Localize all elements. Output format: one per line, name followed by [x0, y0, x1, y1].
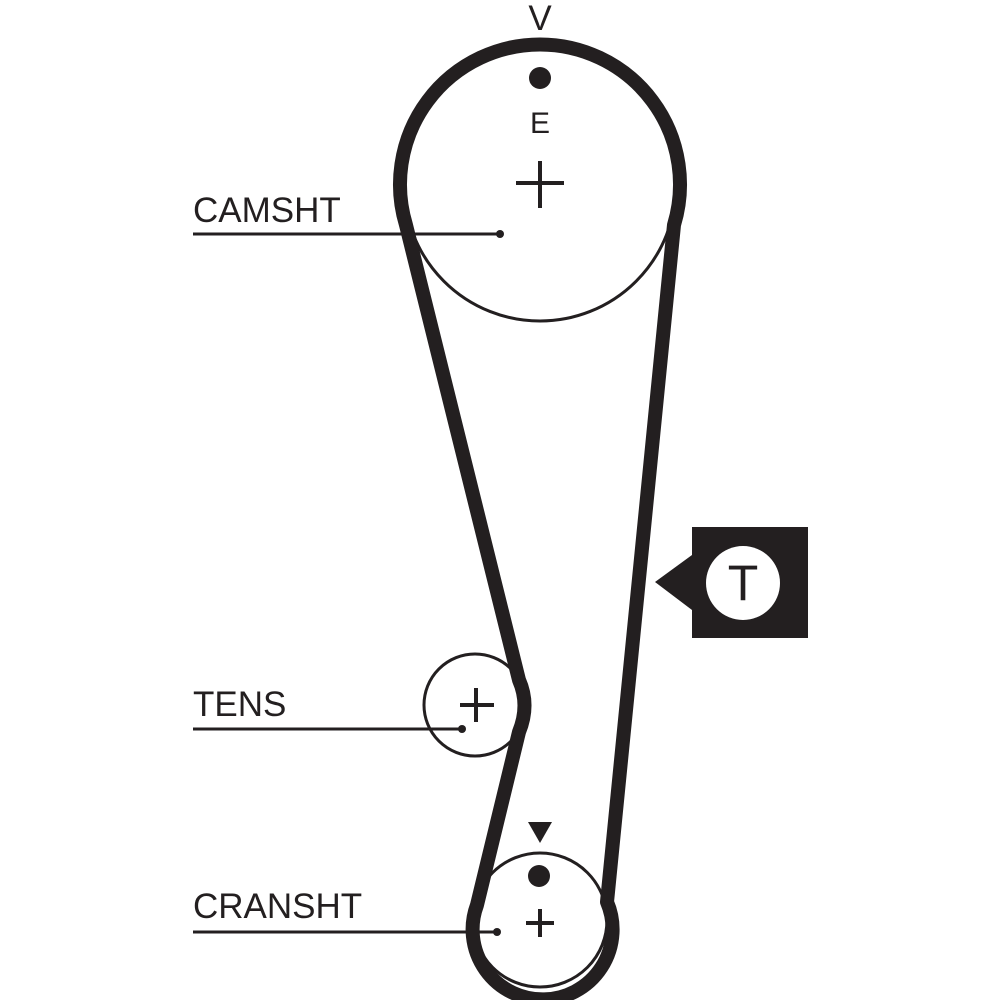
camshaft-label: CAMSHT — [193, 191, 341, 230]
badge-letter: T — [728, 555, 759, 611]
tensioner-center-cross — [460, 688, 494, 722]
tensioner-label: TENS — [193, 685, 286, 724]
crankshaft-center-cross — [526, 909, 554, 937]
crankshaft-label: CRANSHT — [193, 887, 362, 926]
crank-timing-arrow — [528, 822, 552, 843]
crankshaft-leader: CRANSHT — [193, 887, 501, 936]
tensioner-leader: TENS — [193, 685, 466, 733]
camshaft-center-cross — [516, 161, 564, 208]
cam-mark-label: E — [530, 107, 550, 140]
camshaft-leader: CAMSHT — [193, 191, 504, 238]
crank-timing-dot — [528, 865, 550, 887]
top-timing-mark: V — [528, 0, 552, 38]
timing-belt — [393, 37, 687, 1000]
cam-timing-dot — [529, 67, 551, 89]
tension-check-badge: T — [655, 527, 808, 638]
